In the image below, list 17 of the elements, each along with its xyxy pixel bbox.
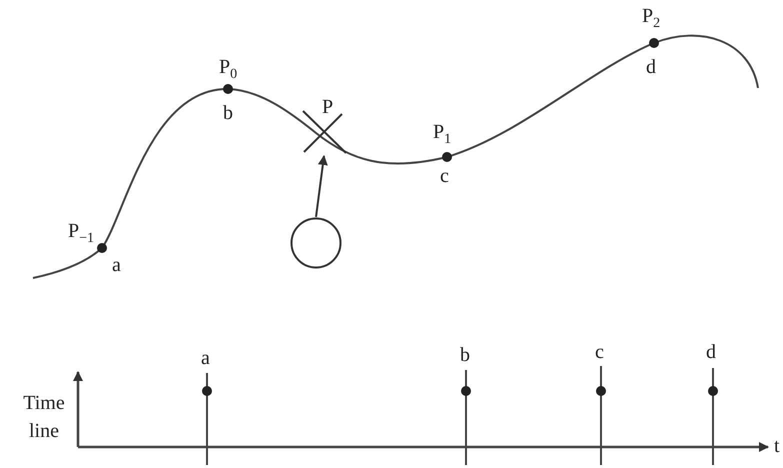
event-label: d bbox=[706, 341, 716, 363]
circle-node bbox=[290, 217, 342, 269]
event-label: a bbox=[201, 347, 210, 369]
point-label: P$_{0}$ bbox=[219, 56, 238, 78]
point-label: a bbox=[112, 254, 121, 276]
point-label: P$_{−1}$ bbox=[68, 220, 94, 242]
point-label: P$_{1}$ bbox=[433, 121, 452, 143]
point-label: d bbox=[646, 56, 656, 78]
point-label: b bbox=[223, 102, 233, 124]
point-label: P bbox=[322, 96, 334, 118]
event-label: c bbox=[595, 341, 604, 363]
axis-label: t bbox=[774, 435, 780, 457]
arrow bbox=[315, 155, 328, 218]
point-label: c bbox=[440, 165, 449, 187]
point-label: P$_{2}$ bbox=[642, 5, 660, 27]
event-label: b bbox=[460, 344, 470, 366]
axis-label: Time line bbox=[22, 391, 66, 444]
